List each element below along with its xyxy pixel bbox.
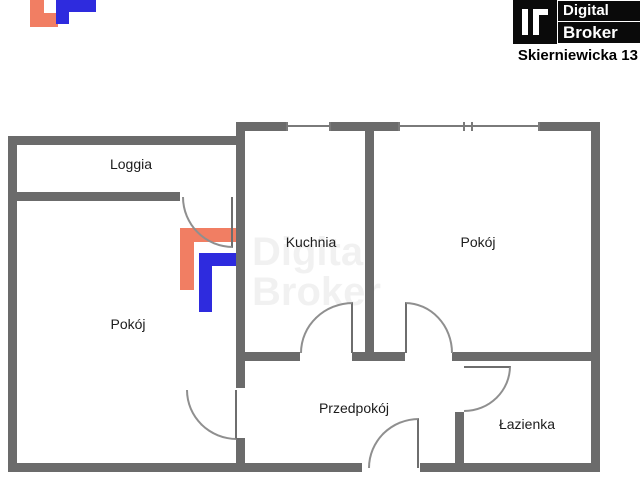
- window: [398, 122, 540, 131]
- wall-segment: [452, 352, 600, 361]
- wall-segment: [540, 122, 600, 131]
- window-mullion: [471, 122, 473, 131]
- wall-segment: [331, 122, 398, 131]
- wall-segment: [8, 463, 362, 472]
- wall-segment: [365, 122, 374, 361]
- watermark-text: Digital Broker: [252, 232, 381, 312]
- watermark-orange-bracket-side: [180, 228, 194, 290]
- wall-segment: [8, 192, 180, 201]
- wall-segment: [236, 122, 286, 131]
- window: [286, 122, 331, 131]
- brand-name-line1: Digital: [558, 1, 640, 21]
- logo-orange-bar-horizontal: [30, 13, 58, 27]
- door-arc-room-right: [405, 302, 453, 353]
- wall-segment: [236, 122, 245, 388]
- wall-segment: [8, 136, 17, 472]
- watermark-line2: Broker: [252, 270, 381, 314]
- wall-segment: [236, 438, 245, 472]
- room-label-pokoj-right: Pokój: [460, 234, 496, 250]
- watermark-line1: Digital: [252, 230, 375, 274]
- logo-blue-bar-horizontal: [56, 0, 96, 12]
- wall-segment: [420, 463, 600, 472]
- window-glass-line: [288, 125, 329, 127]
- brand-icon-bar: [522, 9, 528, 35]
- brand-name-line2: Broker: [558, 22, 640, 43]
- wall-segment: [236, 352, 300, 361]
- room-label-pokoj-left: Pokój: [110, 316, 146, 332]
- door-arc-bathroom: [464, 366, 511, 412]
- room-label-lazienka: Łazienka: [498, 416, 556, 432]
- wall-segment: [591, 122, 600, 472]
- brand-logo-icon: [513, 0, 557, 44]
- room-label-kuchnia: Kuchnia: [285, 234, 337, 250]
- watermark-blue-bracket-side: [199, 253, 212, 312]
- window-glass-line: [400, 125, 538, 127]
- window-mullion: [463, 122, 465, 131]
- room-label-przedpokoj: Przedpokój: [318, 400, 390, 416]
- address-text: Skierniewicka 13: [517, 47, 638, 64]
- wall-segment: [352, 352, 405, 361]
- room-label-loggia: Loggia: [109, 156, 153, 172]
- door-arc-entrance: [368, 418, 419, 468]
- wall-segment: [8, 136, 245, 145]
- door-arc-room-left: [186, 390, 237, 440]
- wall-segment: [455, 412, 464, 472]
- brand-icon-bracket-side: [533, 9, 539, 35]
- brand-icon-bracket-top: [533, 9, 548, 15]
